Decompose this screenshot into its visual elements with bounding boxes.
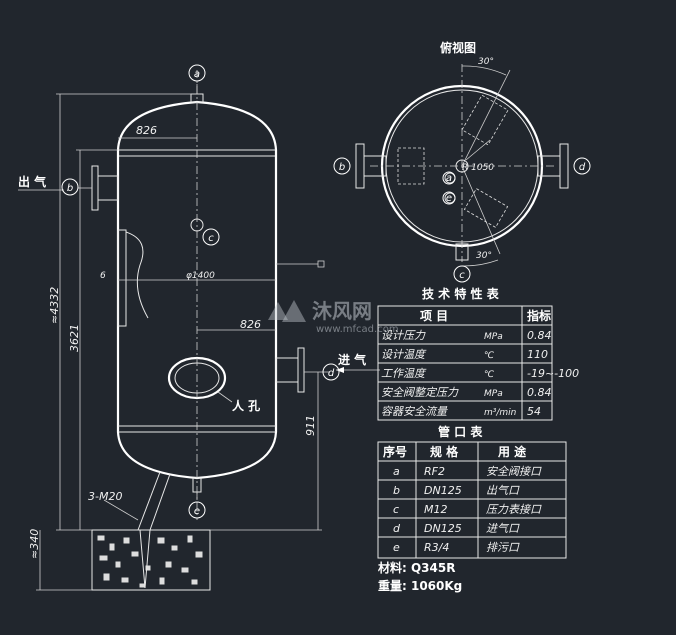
vessel-front-view <box>78 70 330 591</box>
dim-826-middle: 826 <box>240 318 261 331</box>
dim-total-height: ≈4332 <box>48 287 61 324</box>
nozzle-bubble-c: c <box>202 228 220 246</box>
nozzle-table: 管 口 表 序号 规 格 用 途 <box>377 424 567 559</box>
watermark-brand: 沐风网 <box>312 299 372 323</box>
svg-text:b: b <box>67 183 73 194</box>
nozzle-col-no: 序号 <box>383 444 407 459</box>
top-bubble-c: c <box>453 265 471 283</box>
inlet-label: 进 气 <box>338 352 366 367</box>
spec-row-value: 0.84 <box>527 329 552 342</box>
dim-826-top: 826 <box>136 124 157 137</box>
spec-table-title: 技 术 特 性 表 <box>422 286 500 301</box>
top-bubble-d: d <box>573 157 591 175</box>
svg-text:d: d <box>328 368 335 379</box>
watermark-logo <box>268 300 306 322</box>
nozzle-bubble-e: e <box>188 501 206 519</box>
spec-row-value: 0.84 <box>527 386 552 399</box>
spec-row-item: 工作温度 <box>381 367 427 380</box>
spec-row-unit: ℃ <box>484 370 495 380</box>
outlet-label: 出 气 <box>18 174 46 189</box>
svg-text:a: a <box>446 173 452 184</box>
support-leg <box>149 473 171 531</box>
nozzle-row-no: b <box>393 484 400 497</box>
angle-bottom: 30° <box>476 251 492 261</box>
dim-anchor-bolts: 3-M20 <box>88 490 122 503</box>
dim-foundation: ≈340 <box>28 529 41 559</box>
nozzle-row-spec: RF2 <box>424 465 445 478</box>
nozzle-row-no: e <box>393 541 400 554</box>
dimension-lines <box>36 93 325 591</box>
spec-row-item: 容器安全流量 <box>381 405 448 418</box>
nozzle-row-use: 进气口 <box>486 522 520 535</box>
dim-inlet-height: 911 <box>304 415 317 436</box>
svg-text:e: e <box>446 193 452 204</box>
nozzle-row-use: 出气口 <box>486 484 520 497</box>
top-view: 俯视图 <box>355 40 569 267</box>
concrete-hatch <box>97 535 203 588</box>
angle-top: 30° <box>478 57 494 67</box>
dim-wall: 6 <box>100 271 106 281</box>
spec-row-unit: MPa <box>484 389 503 399</box>
svg-text:e: e <box>194 506 200 517</box>
spec-row-item: 设计温度 <box>381 348 427 361</box>
spec-col-index: 指标 <box>527 308 551 323</box>
radius-label: R 1050 <box>462 163 494 173</box>
watermark: 沐风网 www.mfcad.com <box>268 299 399 335</box>
spec-row-unit: ℃ <box>484 351 495 361</box>
manhole-label: 人 孔 <box>232 398 260 413</box>
watermark-url: www.mfcad.com <box>316 324 399 335</box>
nozzle-row-no: c <box>393 503 399 516</box>
top-bubble-b: b <box>333 157 351 175</box>
nozzle-row-use: 安全阀接口 <box>486 465 542 478</box>
top-bubble-e: e <box>442 191 456 205</box>
svg-text:a: a <box>194 69 200 80</box>
nozzle-table-title: 管 口 表 <box>438 424 483 439</box>
svg-text:b: b <box>339 162 345 173</box>
svg-text:c: c <box>208 233 214 244</box>
spec-row-item: 安全阀整定压力 <box>381 386 459 399</box>
nozzle-bubble-d: d <box>322 363 340 381</box>
dim-diameter: φ1400 <box>186 271 215 281</box>
spec-table-rows: 设计压力 MPa 0.84 设计温度 ℃ 110 工作温度 ℃ -19~-100 安全阀整定压力 M… <box>381 329 579 418</box>
top-view-title: 俯视图 <box>440 40 476 55</box>
top-bubble-a: a <box>442 171 456 185</box>
spec-col-item: 项 目 <box>420 309 448 323</box>
nozzle-col-use: 用 途 <box>497 444 527 459</box>
nozzle-row-spec: DN125 <box>424 522 462 535</box>
dim-body-height: 3621 <box>68 324 81 352</box>
foundation-block <box>91 529 211 591</box>
weight-note: 重量: 1060Kg <box>378 578 462 593</box>
spec-table: 技 术 特 性 表 项 目 指标 <box>377 286 553 421</box>
material-note: 材料: Q345R <box>377 560 455 575</box>
nozzle-row-spec: M12 <box>424 503 448 516</box>
nozzle-row-no: d <box>393 522 401 535</box>
spec-row-unit: MPa <box>484 332 503 342</box>
svg-text:c: c <box>459 270 465 281</box>
nozzle-row-use: 排污口 <box>486 541 520 554</box>
spec-row-unit: m³/min <box>484 408 517 418</box>
nozzle-bubble-b: b <box>61 178 79 196</box>
spec-row-item: 设计压力 <box>381 329 426 342</box>
spec-row-value: -19~-100 <box>527 367 579 380</box>
nozzle-row-spec: DN125 <box>424 484 462 497</box>
nozzle-row-use: 压力表接口 <box>486 503 542 516</box>
svg-text:d: d <box>579 162 586 173</box>
spec-row-value: 110 <box>527 348 548 361</box>
nozzle-bubble-a: a <box>188 64 206 82</box>
spec-row-value: 54 <box>527 405 541 418</box>
nozzle-row-spec: R3/4 <box>424 541 449 554</box>
nozzle-col-spec: 规 格 <box>430 444 459 459</box>
nozzle-row-no: a <box>393 465 400 478</box>
